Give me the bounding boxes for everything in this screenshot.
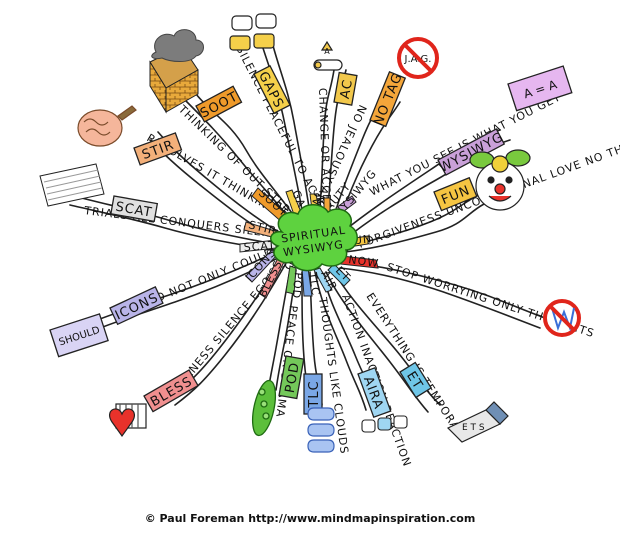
eraser-icon: E T S — [446, 401, 509, 443]
svg-text:NOW: NOW — [348, 253, 380, 270]
keyword-box-scat — [110, 195, 159, 223]
svg-text:POD: POD — [289, 272, 305, 300]
svg-text:A: A — [324, 47, 330, 56]
keyword-box-stir — [133, 132, 183, 166]
should-card-icon: SHOULD — [49, 313, 109, 358]
keyword-box-pod — [278, 355, 305, 400]
keyword-box-ac — [333, 71, 358, 106]
keyword-box-icons — [109, 286, 164, 326]
svg-text:SCAT: SCAT — [114, 200, 153, 221]
keyword-box-air — [357, 367, 392, 419]
svg-text:AC: AC — [310, 188, 325, 207]
copyright-footer: © Paul Foreman http://www.mindmapinspira… — [144, 512, 476, 525]
no-worry-icon — [543, 299, 581, 337]
keyword-box-notag — [369, 70, 407, 128]
toggle-switch-icon: A — [313, 40, 343, 71]
no-jag-icon: J.A.G. — [397, 37, 439, 79]
keyword-box-bless — [143, 369, 199, 413]
svg-text:AC: AC — [338, 78, 356, 100]
clown-icon — [469, 149, 531, 211]
heart-icon — [109, 403, 147, 438]
air-blocks-icon — [361, 415, 408, 433]
stub-et — [327, 263, 351, 287]
svg-text:TLC: TLC — [306, 271, 322, 297]
keyword-box-soot — [195, 85, 243, 123]
equals-card-icon: A = A — [507, 65, 573, 112]
svg-text:TLC: TLC — [307, 380, 322, 408]
svg-text:POD: POD — [283, 361, 303, 394]
keyword-box-gaps — [253, 64, 291, 115]
pea-pod-icon — [251, 379, 277, 437]
phrase-ac: CHANGE OR ACCEPT — [316, 88, 334, 218]
keyword-box-fun — [433, 176, 478, 212]
central-topic: SPIRITUAL WYSIWYG — [270, 204, 358, 272]
svg-text:E T S: E T S — [462, 423, 485, 433]
clouds-icon — [307, 407, 335, 453]
svg-text:SCAT: SCAT — [243, 239, 276, 254]
keyword-box-et — [399, 361, 433, 399]
stub-pod — [285, 265, 297, 295]
gap-boxes-icon — [229, 13, 277, 51]
brain-icon — [77, 105, 137, 147]
lined-paper-icon — [39, 163, 105, 207]
chimney-icon — [149, 29, 204, 114]
